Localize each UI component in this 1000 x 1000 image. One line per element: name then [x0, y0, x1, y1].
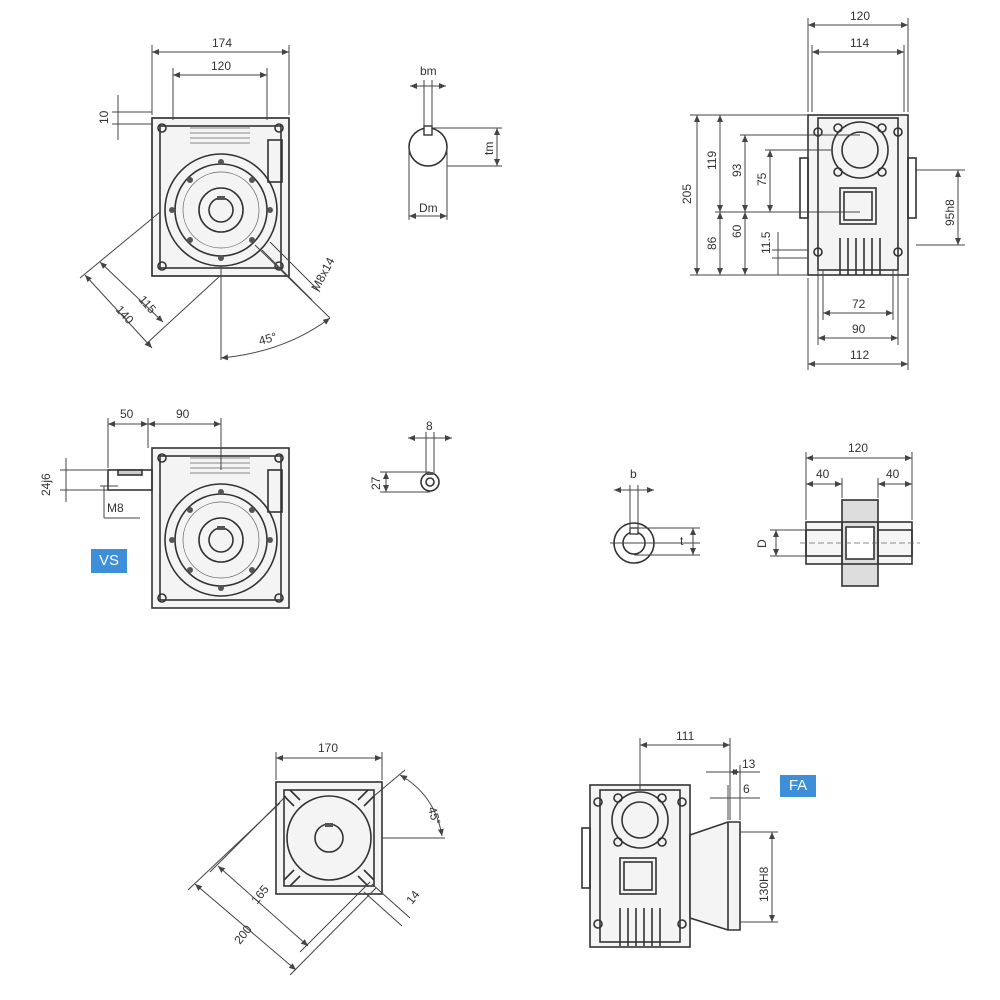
- dim-b: b: [630, 467, 637, 481]
- dim-8: 8: [426, 419, 433, 433]
- dim-140: 140: [113, 303, 137, 327]
- flange-view: [187, 752, 445, 976]
- hollow-shaft-view: [770, 452, 920, 587]
- dim-m8x14: M8x14: [308, 255, 337, 294]
- dim-200: 200: [231, 922, 255, 947]
- small-shaft-view: [380, 432, 452, 493]
- dim-vs-90: 90: [176, 407, 190, 421]
- dim-93: 93: [730, 163, 744, 177]
- dim-40-left: 40: [816, 467, 830, 481]
- dim-hollow-120: 120: [848, 441, 868, 455]
- fa-tag: FA: [780, 775, 816, 797]
- dim-side-114: 114: [850, 36, 869, 50]
- dim-side-120: 120: [850, 9, 870, 23]
- dim-119: 119: [705, 151, 719, 170]
- dim-14: 14: [403, 887, 422, 906]
- dim-m8: M8: [107, 501, 124, 515]
- dim-dm: Dm: [419, 201, 438, 215]
- dim-130h8: 130H8: [757, 866, 771, 902]
- dim-flange-45: 45°: [425, 805, 443, 826]
- dim-174: 174: [212, 36, 232, 50]
- dim-tm: tm: [482, 142, 496, 155]
- dim-6: 6: [743, 782, 750, 796]
- dim-115: 115: [136, 293, 159, 317]
- dim-75: 75: [755, 172, 769, 186]
- dim-111: 111: [676, 729, 695, 743]
- shaft-key-view: [408, 80, 502, 220]
- dim-bm: bm: [420, 64, 437, 78]
- dim-vs-50: 50: [120, 407, 134, 421]
- dim-13: 13: [742, 757, 756, 771]
- dim-24j6: 24j6: [39, 473, 53, 496]
- dim-27: 27: [369, 476, 383, 490]
- dim-95h8: 95h8: [943, 199, 957, 226]
- dim-10: 10: [97, 110, 111, 124]
- dim-t: t: [680, 534, 684, 548]
- dim-40-right: 40: [886, 467, 900, 481]
- vs-tag: VS: [91, 549, 127, 573]
- dim-side-90: 90: [852, 322, 866, 336]
- dim-86: 86: [705, 236, 719, 250]
- dim-45-angle: 45°: [257, 330, 278, 348]
- dim-165: 165: [248, 882, 272, 907]
- side-view: [690, 18, 965, 370]
- vs-view: [60, 418, 290, 609]
- dim-112: 112: [850, 348, 869, 362]
- dim-60: 60: [730, 224, 744, 238]
- dim-170: 170: [318, 741, 338, 755]
- dim-120: 120: [211, 59, 231, 73]
- dim-72: 72: [852, 297, 866, 311]
- dim-d: D: [755, 539, 769, 548]
- fa-view: [581, 738, 778, 948]
- dim-11-5: 11.5: [759, 231, 773, 254]
- front-view: [79, 45, 331, 361]
- dim-205: 205: [680, 184, 694, 204]
- hub-key-view: [610, 485, 700, 564]
